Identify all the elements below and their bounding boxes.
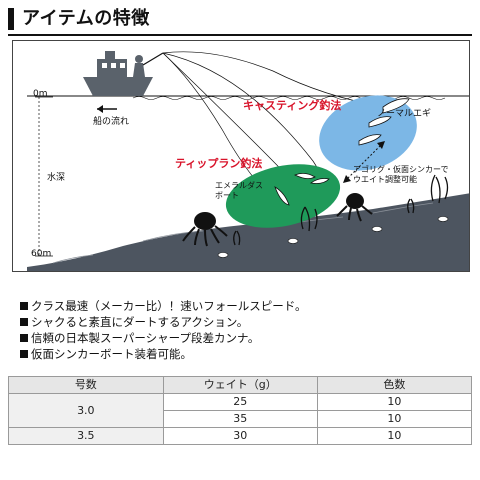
boat-drift-label: 船の流れ: [93, 117, 130, 127]
spec-header-row: 号数 ウェイト（g） 色数: [8, 376, 473, 394]
header-size: 号数: [8, 376, 164, 394]
colors-cell: 10: [316, 427, 473, 445]
table-row: 35 10: [9, 410, 473, 428]
depth-label-bottom: 60m: [31, 249, 52, 259]
spec-table: 号数 ウェイト（g） 色数 3.0 25 10 35 10 3.5 30 10: [8, 376, 473, 445]
seaweed-icons: [233, 174, 449, 246]
bullet-square-icon: [20, 334, 28, 342]
tip-run-method-label: ティップラン釣法: [175, 157, 263, 170]
depth-axis-label: 水深: [47, 173, 66, 183]
weight-cell: 25: [162, 393, 318, 411]
feature-item: シャクると素直にダートするアクション。: [20, 314, 460, 330]
colors-cell: 10: [316, 410, 473, 428]
fishing-method-illustration: 0m 60m 水深 船の流れ キャスティング釣法 ノーマルエギ ティップラン釣法…: [12, 40, 470, 272]
size-cell: 3.0: [8, 393, 164, 428]
weight-cell: 35: [162, 410, 318, 428]
depth-label-top: 0m: [33, 89, 48, 99]
lure-icon-normal: [358, 98, 410, 146]
bullet-square-icon: [20, 302, 28, 310]
feature-item: 仮面シンカーボート装着可能。: [20, 346, 460, 362]
feature-item: 信頼の日本製スーパーシャープ段差カンナ。: [20, 330, 460, 346]
casting-zone: [319, 95, 417, 171]
table-row: 3.0 25 10: [8, 393, 473, 428]
seabed-texture: [52, 202, 434, 264]
bullet-square-icon: [20, 350, 28, 358]
normal-egi-label: ノーマルエギ: [377, 109, 432, 119]
colors-cell: 10: [316, 393, 473, 411]
emeraldas-boat-label: エメラルダス ボート: [215, 181, 263, 200]
casting-method-label: キャスティング釣法: [243, 99, 342, 112]
size-cell: 3.5: [8, 427, 164, 445]
sinker-note-label: アゴリグ・仮面シンカーで ウエイト調整可能: [353, 165, 449, 184]
squid-icon-right: [336, 193, 373, 222]
adjust-arrow-line: [344, 142, 384, 182]
bullet-square-icon: [20, 318, 28, 326]
adjust-arrow-head-up: [377, 141, 385, 149]
table-row: 3.5 30 10: [8, 427, 473, 445]
feature-list: クラス最速（メーカー比）！速いフォールスピード。 シャクると素直にダートするアク…: [20, 298, 460, 362]
section-header: アイテムの特徴: [8, 4, 472, 36]
section-title: アイテムの特徴: [22, 8, 150, 29]
squid-icon-left: [182, 212, 228, 247]
boat-icon: [83, 51, 164, 96]
header-colors: 色数: [316, 376, 473, 394]
header-weight: ウェイト（g）: [162, 376, 318, 394]
weight-cell: 30: [162, 427, 318, 445]
illustration-drawing: [27, 51, 469, 271]
drift-arrow-icon: [97, 105, 117, 113]
rocks: [217, 216, 449, 258]
lure-icon-emeraldas: [274, 173, 330, 206]
feature-item: クラス最速（メーカー比）！速いフォールスピード。: [20, 298, 460, 314]
adjust-arrow-head-down: [343, 175, 351, 183]
header-accent-bar: [8, 8, 14, 30]
